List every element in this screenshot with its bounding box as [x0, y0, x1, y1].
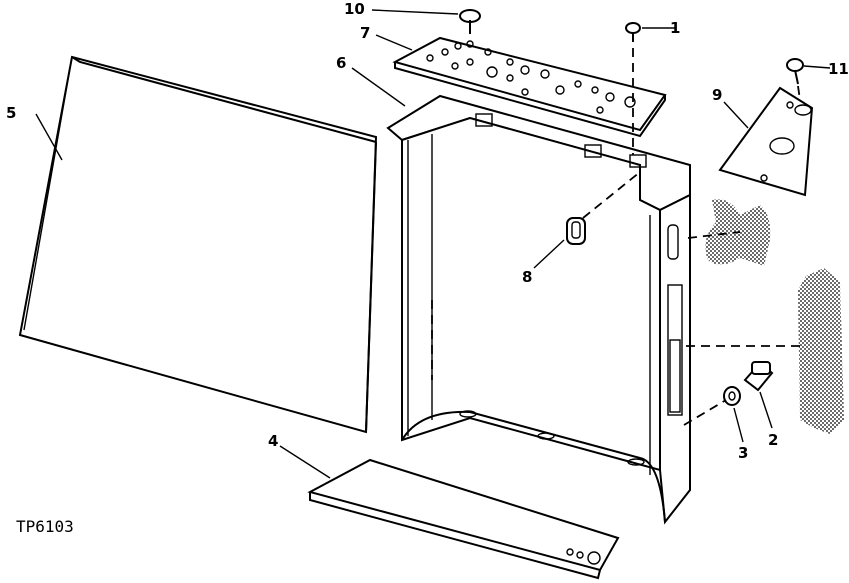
- callout-labels: 1 2 3 4 5 6 7 8 9 10 11: [6, 0, 849, 462]
- callout-9: 9: [712, 86, 722, 104]
- callout-1: 1: [670, 19, 680, 37]
- bracket-part-9: [718, 86, 814, 197]
- screw-part-11: [786, 58, 804, 101]
- clip-part-8: [566, 171, 641, 245]
- bottom-plate-part-4: [307, 458, 620, 580]
- fastener-part-10: [459, 9, 481, 34]
- leader-lines: [35, 9, 831, 479]
- callout-2: 2: [768, 431, 778, 449]
- callout-3: 3: [738, 444, 748, 462]
- callout-10: 10: [344, 0, 365, 18]
- callout-8: 8: [522, 268, 532, 286]
- side-panel-part-5: [18, 55, 378, 434]
- phantom-component-upper: [687, 199, 771, 266]
- callout-6: 6: [336, 54, 346, 72]
- callout-4: 4: [268, 432, 278, 450]
- housing-part-6: [386, 94, 691, 525]
- figure-id: TP6103: [16, 517, 74, 536]
- nut-part-3: [723, 386, 741, 406]
- callout-11: 11: [828, 60, 849, 78]
- bolt-part-2: [743, 361, 774, 392]
- plate-holes: [426, 40, 636, 114]
- callout-7: 7: [360, 24, 370, 42]
- top-plate-part-7: [392, 36, 667, 138]
- screw-part-1: [625, 22, 641, 155]
- phantom-component-lower: [686, 268, 844, 434]
- callout-5: 5: [6, 104, 16, 122]
